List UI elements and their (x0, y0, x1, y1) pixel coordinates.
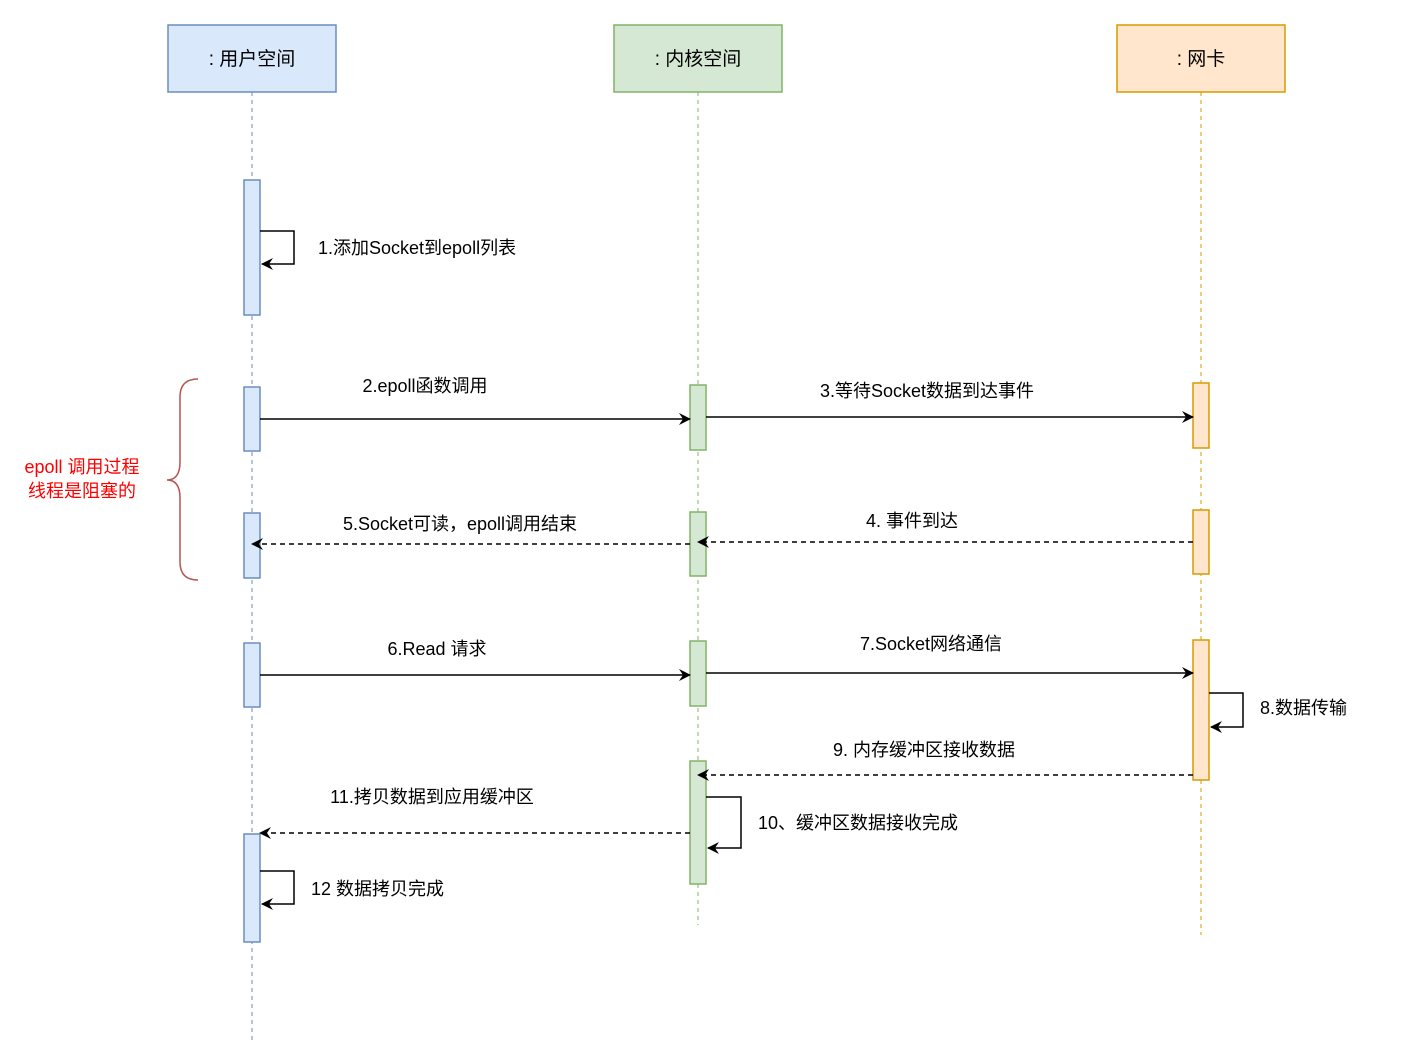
activation-bar (1192, 382, 1210, 449)
participant-label: : 用户空间 (209, 48, 296, 70)
participant-kernel-space: : 内核空间 (613, 24, 783, 93)
participant-label: : 网卡 (1177, 48, 1226, 70)
annotation-line-1: epoll 调用过程 (24, 457, 139, 477)
message-12-label: 12 数据拷贝完成 (311, 879, 444, 899)
activation-bar (1192, 639, 1210, 781)
message-6-label: 6.Read 请求 (387, 639, 486, 659)
activation-bar (243, 833, 261, 943)
activation-bar (243, 512, 261, 579)
message-7-label: 7.Socket网络通信 (860, 634, 1002, 654)
curly-brace (166, 378, 199, 581)
activation-bar (1192, 509, 1210, 575)
activation-bar (689, 640, 707, 707)
message-10-label: 10、缓冲区数据接收完成 (758, 813, 958, 833)
message-3-label: 3.等待Socket数据到达事件 (820, 381, 1034, 401)
activation-bar (243, 179, 261, 316)
activation-bar (689, 760, 707, 885)
activation-bar (689, 511, 707, 577)
activation-bar (243, 642, 261, 708)
message-12-arrow (260, 870, 295, 910)
activation-bar (243, 386, 261, 452)
message-1-label: 1.添加Socket到epoll列表 (318, 238, 516, 258)
participant-label: : 内核空间 (655, 48, 742, 70)
message-8-arrow (1209, 692, 1244, 733)
message-1-arrow (260, 230, 295, 270)
annotation-line-2: 线程是阻塞的 (28, 481, 136, 501)
participant-nic: : 网卡 (1116, 24, 1286, 93)
participant-user-space: : 用户空间 (167, 24, 337, 93)
message-11-label: 11.拷贝数据到应用缓冲区 (330, 787, 534, 807)
message-5-label: 5.Socket可读，epoll调用结束 (343, 514, 577, 534)
message-10-arrow (706, 796, 742, 854)
message-2-label: 2.epoll函数调用 (362, 376, 487, 396)
activation-bar (689, 384, 707, 451)
message-8-label: 8.数据传输 (1260, 698, 1347, 718)
message-9-label: 9. 内存缓冲区接收数据 (833, 740, 1015, 760)
message-4-label: 4. 事件到达 (866, 511, 958, 531)
